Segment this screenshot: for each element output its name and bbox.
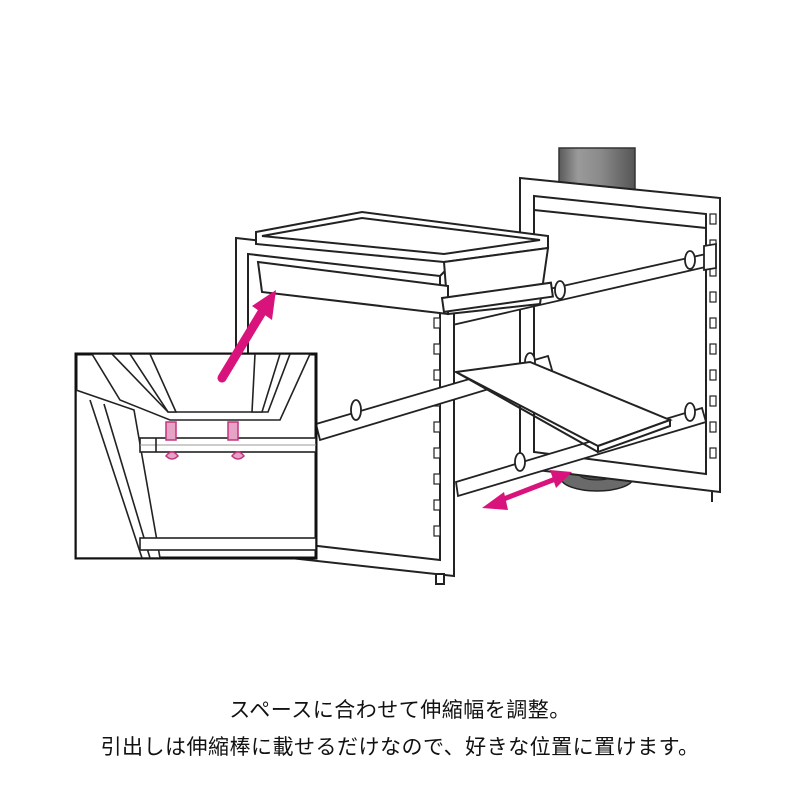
caption-line-2: 引出しは伸縮棒に載せるだけなので、好きな位置に置けます。 — [100, 735, 700, 759]
lift-arrow-icon — [217, 290, 276, 383]
inset-detail — [74, 352, 318, 560]
drawer-tray — [255, 210, 555, 316]
caption-line-1: スペースに合わせて伸縮幅を調整。 — [229, 698, 571, 722]
shelf-board — [452, 360, 673, 454]
pink-clip-icon — [165, 421, 245, 460]
slide-double-arrow-icon — [482, 470, 572, 510]
